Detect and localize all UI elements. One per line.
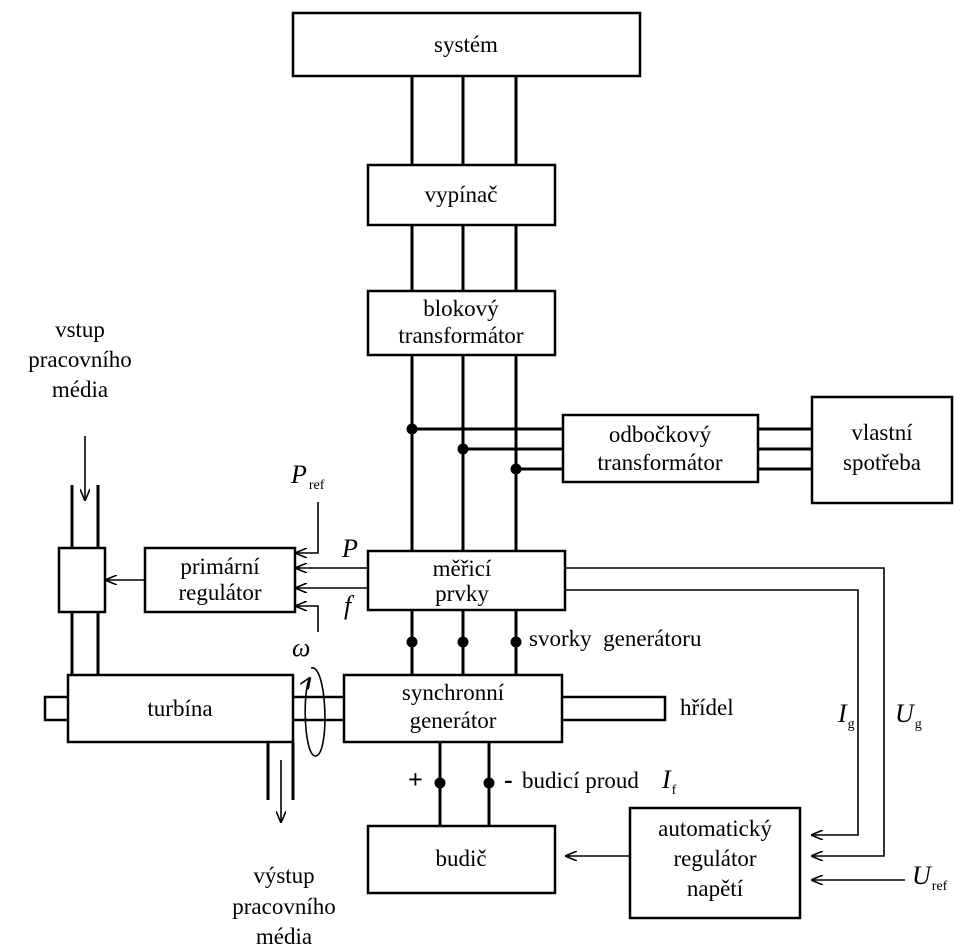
tap-transformer-block: [561, 413, 760, 484]
plus-sign: +: [408, 765, 423, 794]
output-medium-label-3: média: [256, 924, 312, 948]
breaker-label: vypínač: [425, 182, 498, 207]
signal-arrows: [85, 436, 905, 880]
omega-symbol: ω: [292, 633, 310, 662]
turbine-label: turbína: [147, 696, 212, 721]
i-g-symbol: Ig: [837, 699, 855, 732]
f-symbol: f: [344, 591, 355, 620]
own-consumption-label-2: spotřeba: [843, 450, 921, 475]
tap-transformer-label-1: odbočkový: [609, 422, 712, 447]
block-transformer-block: [366, 289, 557, 357]
exciter-label: budič: [435, 846, 486, 871]
primary-regulator-label-1: primární: [180, 554, 260, 579]
system-block: [291, 11, 642, 78]
u-g-symbol: Ug: [895, 699, 922, 732]
i-f-symbol: If: [661, 765, 677, 798]
medium-pipe: [70, 485, 295, 800]
p-symbol: P: [341, 534, 358, 563]
output-medium-label-1: výstup: [253, 863, 314, 888]
avr-label-3: napětí: [687, 876, 744, 901]
own-consumption-block: [810, 395, 954, 505]
u-ref-symbol: Uref: [912, 861, 948, 894]
valve-block: [57, 546, 107, 614]
turbine-block: [66, 673, 295, 744]
system-label: systém: [434, 32, 498, 57]
tap-lines: [412, 427, 812, 471]
main-three-phase-lines: [410, 76, 518, 675]
sync-generator-label-2: generátor: [410, 708, 497, 733]
own-consumption-label-1: vlastní: [851, 420, 913, 445]
tap-transformer-label-2: transformátor: [597, 450, 723, 475]
breaker-block: [366, 163, 557, 227]
shaft-label: hřídel: [680, 695, 734, 720]
input-medium-label-2: pracovního: [28, 347, 131, 372]
excitation-current-label: budicí proud: [522, 768, 639, 793]
block-transformer-label-1: blokový: [423, 296, 499, 321]
block-transformer-label-2: transformátor: [398, 323, 524, 348]
input-medium-label-1: vstup: [55, 317, 105, 342]
synchronous-generator-block: [342, 673, 564, 744]
sync-generator-label-1: synchronní: [402, 680, 505, 705]
avr-label-2: regulátor: [673, 846, 756, 871]
input-medium-label-3: média: [52, 377, 108, 402]
measuring-elements-label-1: měřicí: [433, 556, 492, 581]
minus-sign: -: [504, 765, 513, 794]
output-medium-label-2: pracovního: [232, 894, 335, 919]
exciter-block: [366, 824, 557, 895]
avr-block: [628, 806, 802, 920]
measuring-elements-block: [366, 549, 567, 612]
primary-regulator-label-2: regulátor: [178, 580, 261, 605]
junction-dots: [406, 423, 522, 789]
avr-label-1: automatický: [658, 816, 772, 841]
measuring-elements-label-2: prvky: [435, 581, 489, 606]
excitation-lines: [438, 742, 491, 826]
generator-terminals-label: svorky generátoru: [529, 626, 702, 651]
primary-regulator-block: [143, 546, 297, 614]
